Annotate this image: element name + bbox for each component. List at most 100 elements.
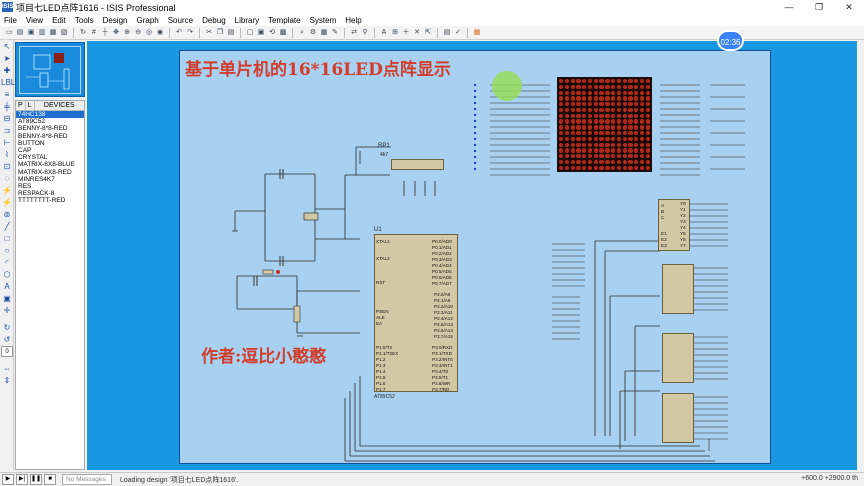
- minimize-button[interactable]: —: [784, 2, 794, 12]
- component-mode-icon[interactable]: ➤: [3, 54, 11, 63]
- overview-window[interactable]: [15, 42, 85, 97]
- device-item[interactable]: BUTTON: [18, 139, 45, 147]
- pick-device-icon[interactable]: ⌕: [300, 28, 304, 36]
- make-device-icon[interactable]: ⚙: [309, 28, 317, 36]
- device-item[interactable]: BENNY-8*8-RED: [18, 125, 68, 133]
- play-button[interactable]: ▶: [2, 474, 14, 485]
- device-item[interactable]: CAP: [18, 147, 32, 155]
- voltage-probe-icon[interactable]: ⚡: [2, 186, 12, 195]
- pick-devices-tab[interactable]: P: [16, 101, 26, 110]
- wire-autorouter-icon[interactable]: ⇄: [351, 28, 357, 36]
- open-folder-icon[interactable]: ▤: [16, 28, 24, 36]
- device-pins-icon[interactable]: ⊢: [3, 138, 11, 147]
- export-icon[interactable]: ▦: [49, 28, 57, 36]
- overview-viewport[interactable]: [19, 46, 81, 94]
- device-item[interactable]: RES: [18, 183, 32, 191]
- graph-icon[interactable]: ⌇: [5, 150, 9, 159]
- symbol-icon[interactable]: ▣: [3, 294, 11, 303]
- menu-design[interactable]: Design: [102, 15, 128, 25]
- device-item[interactable]: TTTTTTTT-RED: [18, 197, 66, 205]
- undo-icon[interactable]: ↶: [176, 28, 182, 36]
- device-item[interactable]: MINRES4K7: [18, 175, 55, 183]
- exit-parent-icon[interactable]: ⇱: [425, 28, 431, 36]
- grid-icon[interactable]: #: [92, 28, 96, 36]
- paste-icon[interactable]: ▤: [227, 28, 235, 36]
- text-script-icon[interactable]: ≡: [4, 90, 10, 99]
- device-item[interactable]: BENNY-8*8-RED: [18, 132, 68, 140]
- menu-help[interactable]: Help: [345, 15, 362, 25]
- circle-icon[interactable]: ○: [4, 246, 10, 255]
- decoder-chip-2[interactable]: [662, 264, 694, 314]
- zoom-area-icon[interactable]: ◉: [156, 28, 164, 36]
- decoder-chip-3[interactable]: [662, 333, 694, 383]
- electrical-rule-check-icon[interactable]: ✓: [455, 28, 461, 36]
- virtual-instruments-icon[interactable]: ⊚: [3, 210, 11, 219]
- menu-library[interactable]: Library: [234, 15, 260, 25]
- block-copy-icon[interactable]: ▢: [246, 28, 254, 36]
- resistor-pack-rp1[interactable]: [391, 159, 444, 170]
- stop-button[interactable]: ■: [44, 474, 56, 485]
- block-rotate-icon[interactable]: ⟲: [269, 28, 275, 36]
- device-item[interactable]: RESPACK-8: [18, 190, 55, 198]
- device-item[interactable]: MATRIX-8X8-BLUE: [18, 161, 75, 169]
- device-item[interactable]: CRYSTAL: [18, 154, 48, 162]
- property-assign-icon[interactable]: A: [381, 28, 387, 36]
- schematic-canvas[interactable]: 基于单片机的16*16LED点阵显示: [87, 41, 857, 470]
- zoom-all-icon[interactable]: ◎: [145, 28, 153, 36]
- menu-template[interactable]: Template: [268, 15, 301, 25]
- menu-view[interactable]: View: [25, 15, 44, 25]
- line-icon[interactable]: ╱: [4, 222, 10, 231]
- mirror-y-icon[interactable]: ⇕: [3, 376, 11, 385]
- menu-source[interactable]: Source: [167, 15, 194, 25]
- menu-tools[interactable]: Tools: [74, 15, 94, 25]
- junction-dot-icon[interactable]: ✚: [3, 66, 11, 75]
- menu-debug[interactable]: Debug: [202, 15, 226, 25]
- new-file-icon[interactable]: ▭: [5, 28, 13, 36]
- close-button[interactable]: ✕: [845, 2, 853, 12]
- bill-of-materials-icon[interactable]: ▤: [443, 28, 451, 36]
- terminals-icon[interactable]: ⊐: [3, 126, 11, 135]
- rotate-clockwise-icon[interactable]: ↻: [3, 323, 11, 332]
- subcircuit-icon[interactable]: ⊟: [3, 114, 11, 123]
- package-tool-icon[interactable]: ▦: [320, 28, 328, 36]
- path-icon[interactable]: ⬡: [3, 270, 11, 279]
- print-icon[interactable]: ▧: [60, 28, 68, 36]
- import-icon[interactable]: ▥: [38, 28, 46, 36]
- decoder-chip-4[interactable]: [662, 393, 694, 443]
- arc-icon[interactable]: ◜: [5, 258, 9, 267]
- text-icon[interactable]: A: [4, 282, 10, 291]
- buses-icon[interactable]: ╪: [4, 102, 10, 111]
- tape-recorder-icon[interactable]: ⊡: [3, 162, 11, 171]
- new-sheet-icon[interactable]: ＋: [402, 28, 410, 36]
- mirror-x-icon[interactable]: ⇔: [3, 364, 11, 373]
- copy-icon[interactable]: ❐: [216, 28, 224, 36]
- messages-indicator[interactable]: No Messages: [62, 474, 112, 485]
- menu-file[interactable]: File: [4, 15, 17, 25]
- library-tab[interactable]: L: [26, 101, 35, 110]
- design-explorer-icon[interactable]: ⊞: [392, 28, 398, 36]
- marker-icon[interactable]: ✛: [3, 306, 11, 315]
- refresh-icon[interactable]: ↻: [80, 28, 86, 36]
- cut-icon[interactable]: ✂: [206, 28, 212, 36]
- maximize-button[interactable]: ❐: [814, 2, 824, 12]
- save-icon[interactable]: ▣: [27, 28, 35, 36]
- pause-button[interactable]: ❚❚: [30, 474, 42, 485]
- wire-label-icon[interactable]: LBL: [1, 78, 16, 87]
- search-tag-icon[interactable]: ⚲: [362, 28, 368, 36]
- selection-mode-icon[interactable]: ↖: [3, 42, 11, 51]
- schematic-sheet[interactable]: 基于单片机的16*16LED点阵显示: [179, 50, 771, 464]
- menu-edit[interactable]: Edit: [52, 15, 66, 25]
- redo-icon[interactable]: ↷: [187, 28, 193, 36]
- pan-icon[interactable]: ✥: [113, 28, 119, 36]
- remove-sheet-icon[interactable]: ✕: [414, 28, 420, 36]
- step-button[interactable]: ▶|: [16, 474, 28, 485]
- netlist-to-ares-icon[interactable]: ▦: [473, 28, 481, 36]
- device-item[interactable]: 74HC138: [16, 111, 84, 119]
- rotate-counterclockwise-icon[interactable]: ↺: [3, 335, 11, 344]
- generator-icon[interactable]: ◌: [4, 174, 10, 183]
- box-icon[interactable]: □: [4, 234, 10, 243]
- menu-graph[interactable]: Graph: [136, 15, 159, 25]
- angle-field[interactable]: 0: [1, 346, 13, 357]
- origin-icon[interactable]: ┼: [102, 28, 108, 36]
- microcontroller-u1[interactable]: [374, 234, 458, 392]
